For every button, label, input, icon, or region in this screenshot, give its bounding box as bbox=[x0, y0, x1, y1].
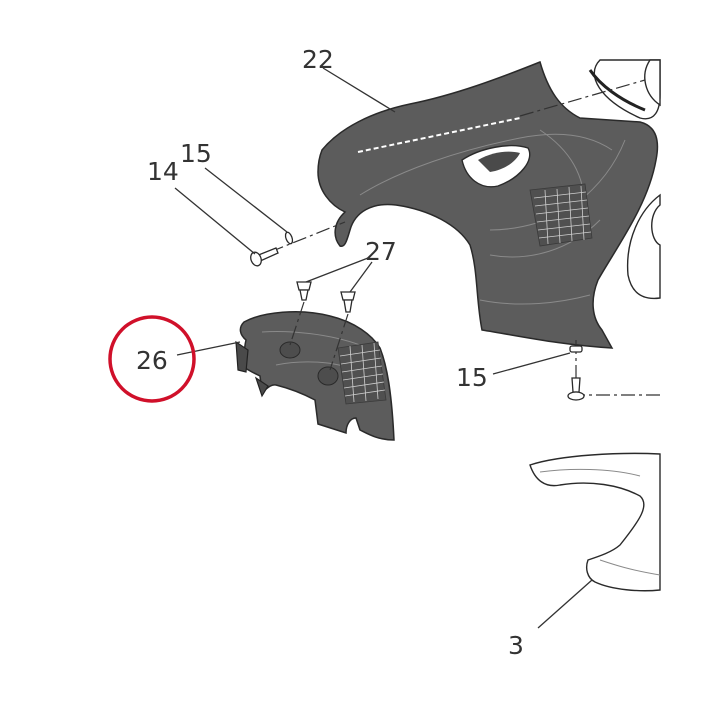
fastener-14-15-assembly bbox=[250, 221, 346, 267]
grip-texture-26 bbox=[337, 341, 387, 405]
fastener-15-bottom-assembly bbox=[567, 340, 660, 401]
screw-14 bbox=[250, 247, 279, 267]
grip-texture-22 bbox=[529, 183, 593, 247]
leader-14 bbox=[174, 187, 256, 255]
leader-15-bottom bbox=[492, 352, 571, 375]
callout-15-top: 15 bbox=[180, 139, 212, 168]
centerline-top bbox=[519, 79, 646, 117]
leader-26 bbox=[176, 341, 241, 356]
leader-22 bbox=[322, 67, 396, 113]
leader-27b bbox=[349, 261, 373, 293]
callout-27: 27 bbox=[365, 237, 397, 266]
highlight-circle-26 bbox=[108, 315, 196, 403]
callout-22: 22 bbox=[302, 45, 334, 74]
part-26-cover bbox=[235, 311, 395, 441]
callout-26: 26 bbox=[136, 346, 168, 375]
callout-14: 14 bbox=[147, 157, 179, 186]
part-22-side-fairing bbox=[317, 60, 659, 349]
callout-labels: 22 15 14 27 26 15 3 bbox=[136, 45, 524, 660]
leader-27a bbox=[305, 257, 369, 283]
leader-3 bbox=[537, 579, 593, 629]
part-3-lower-fairing bbox=[529, 452, 661, 592]
callout-15-bottom: 15 bbox=[456, 363, 488, 392]
right-frame-parts bbox=[588, 59, 661, 300]
callout-3: 3 bbox=[508, 631, 524, 660]
screws-27 bbox=[289, 281, 356, 371]
leader-15-top bbox=[204, 167, 288, 233]
leader-lines bbox=[174, 67, 593, 629]
